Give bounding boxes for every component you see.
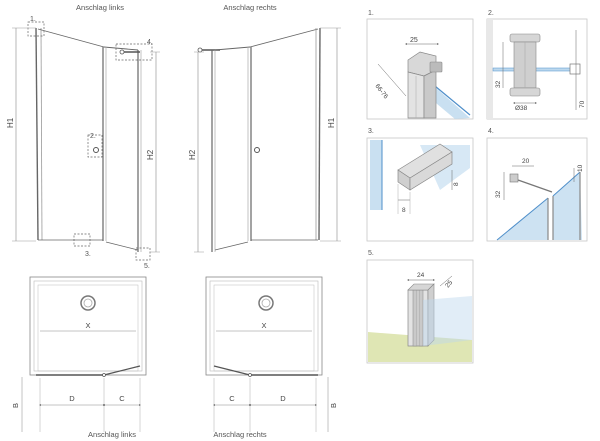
d-label-right: D [280, 394, 286, 403]
detail-1-dim-25: 25 [410, 37, 418, 44]
detail-2-dim-70: 70 [579, 100, 586, 108]
caption-top-right: Anschlag rechts [223, 3, 277, 12]
front-view-left: Anschlag links 1. 2. 3. 4. 5. [6, 3, 160, 270]
callout-3: 3. [85, 251, 91, 258]
caption-bottom-right: Anschlag rechts [213, 430, 267, 439]
detail-4-dim-32: 32 [495, 190, 502, 198]
detail-5-number: 5. [368, 250, 374, 257]
detail-1: 1. 25 66-76 [366, 10, 474, 120]
h1-label-right: H1 [327, 117, 336, 128]
detail-5: 5. 24 25 [366, 250, 474, 364]
c-label-right: C [229, 394, 235, 403]
caption-top-left: Anschlag links [76, 3, 124, 12]
detail-1-number: 1. [368, 10, 374, 17]
h2-label-right: H2 [188, 149, 197, 160]
detail-2: 2. 32 Ø38 70 [486, 10, 588, 120]
callout-5: 5. [144, 263, 150, 270]
detail-2-dim-32: 32 [495, 80, 502, 88]
c-label-left: C [119, 394, 125, 403]
detail-2-dim-38: Ø38 [515, 105, 528, 112]
callout-2: 2. [90, 133, 96, 140]
detail-5-dim-25: 25 [444, 279, 454, 289]
detail-3-dim-height: 8 [453, 182, 460, 186]
plan-view-right: X C D B Anschlag rechts [205, 276, 338, 439]
x-label-right: X [261, 321, 266, 330]
detail-4: 4. 20 10 32 [486, 128, 588, 242]
h1-label-left: H1 [6, 117, 15, 128]
plan-view-left: X B D C Anschlag links [11, 276, 147, 439]
detail-3-number: 3. [368, 128, 374, 135]
detail-5-dim-24: 24 [417, 272, 425, 279]
callout-4: 4. [147, 39, 153, 46]
callout-1: 1. [30, 16, 36, 23]
caption-bottom-left: Anschlag links [88, 430, 136, 439]
front-view-right: Anschlag rechts H2 H1 [188, 3, 341, 253]
h2-label-left: H2 [146, 149, 155, 160]
detail-4-number: 4. [488, 128, 494, 135]
x-label-left: X [85, 321, 90, 330]
b-label-left: B [11, 403, 20, 408]
b-label-right: B [329, 403, 338, 408]
detail-2-number: 2. [488, 10, 494, 17]
detail-3-dim-width: 8 [402, 207, 406, 214]
detail-3: 3. 8 8 [366, 128, 474, 242]
detail-4-dim-10: 10 [577, 164, 584, 172]
detail-4-dim-20: 20 [522, 158, 530, 165]
d-label-left: D [69, 394, 75, 403]
